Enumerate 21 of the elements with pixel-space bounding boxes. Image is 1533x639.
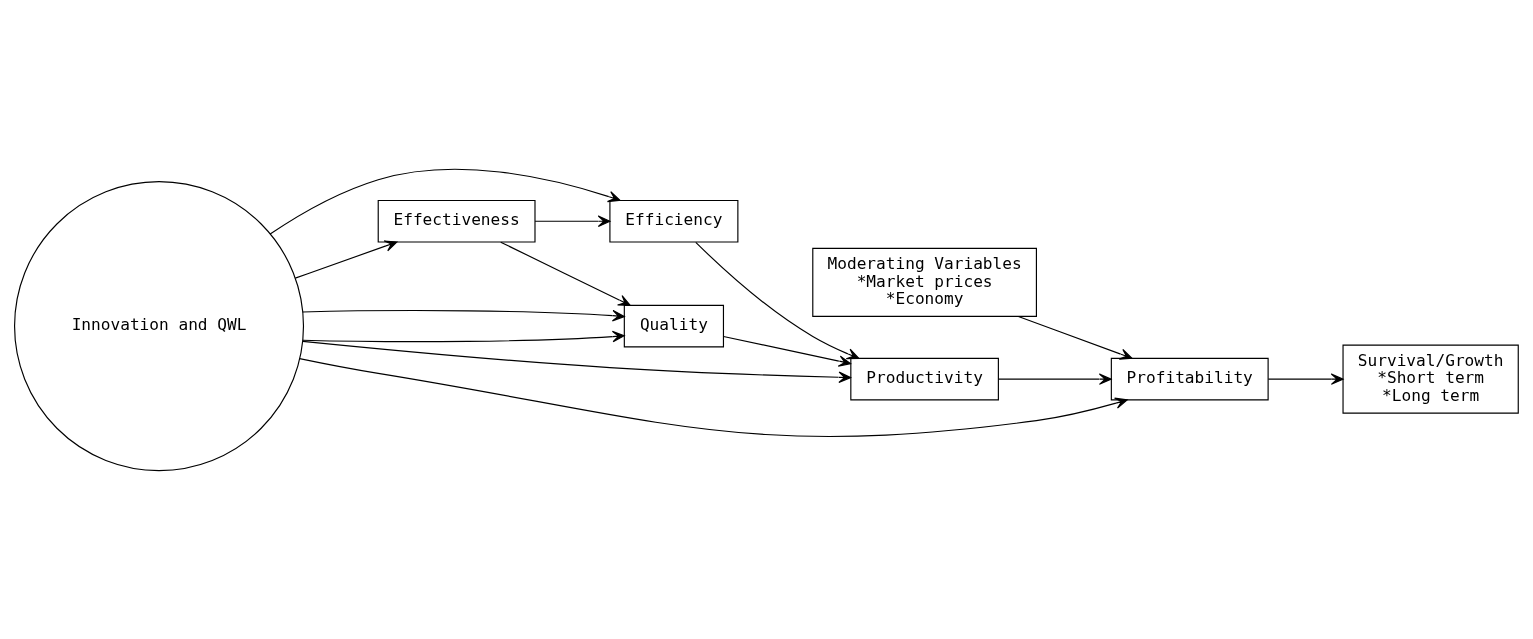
node-box: Moderating Variables *Market prices *Economy	[812, 247, 1037, 317]
arrow	[302, 309, 625, 322]
arrow	[534, 215, 611, 227]
arrow	[1017, 315, 1133, 360]
node-box: Effectiveness	[377, 199, 536, 243]
arrow	[695, 241, 860, 360]
arrow	[500, 241, 631, 306]
arrow	[299, 358, 1128, 437]
node-box: Profitability	[1110, 357, 1269, 401]
node-box: Survival/Growth *Short term *Long term	[1342, 344, 1519, 414]
arrow	[722, 335, 852, 367]
arrow	[269, 168, 621, 235]
arrow	[294, 240, 398, 279]
node-box: Efficiency	[609, 199, 739, 243]
arrow	[998, 373, 1112, 385]
arrow	[1267, 373, 1344, 385]
node-circle: Innovation and QWL	[14, 181, 305, 472]
arrow	[302, 340, 852, 384]
node-box: Quality	[623, 304, 725, 348]
node-box: Productivity	[850, 357, 999, 401]
arrow	[302, 330, 625, 343]
